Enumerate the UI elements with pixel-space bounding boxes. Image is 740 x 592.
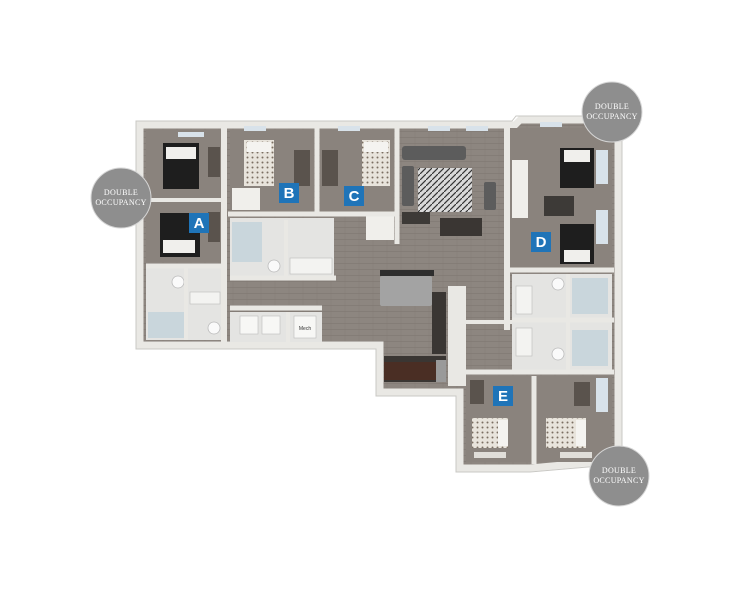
room-label-d: D <box>531 232 551 252</box>
bathroom-de <box>466 274 614 370</box>
svg-text:A: A <box>194 215 205 232</box>
double-occupancy-badge: DOUBLE OCCUPANCY <box>581 81 643 143</box>
desk <box>574 382 590 406</box>
dryer <box>261 315 281 335</box>
armchair <box>402 166 414 206</box>
mech-label: Mech <box>299 326 311 332</box>
svg-text:DOUBLE: DOUBLE <box>104 188 138 197</box>
room-label-e: E <box>493 386 513 406</box>
desk <box>294 150 310 186</box>
sofa <box>402 146 466 160</box>
toilet <box>207 321 221 335</box>
svg-text:B: B <box>284 185 295 202</box>
counter <box>448 286 466 386</box>
counter <box>432 292 446 354</box>
toilet <box>171 275 185 289</box>
armchair <box>484 182 496 210</box>
bedroom-a <box>146 130 224 262</box>
fridge <box>436 360 446 382</box>
vanity <box>515 327 533 357</box>
outer-walls <box>136 116 622 472</box>
svg-text:OCCUPANCY: OCCUPANCY <box>593 476 644 485</box>
desk <box>322 150 338 186</box>
vanity <box>515 285 533 315</box>
desk <box>470 380 484 404</box>
svg-text:E: E <box>498 388 508 405</box>
shower <box>148 312 184 338</box>
utility-row: Mech <box>230 305 322 342</box>
rug <box>418 168 472 212</box>
desk <box>208 212 220 242</box>
svg-text:DOUBLE: DOUBLE <box>602 466 636 475</box>
washer <box>239 315 259 335</box>
outer-wall-shadow <box>135 115 623 473</box>
room-label-b: B <box>279 183 299 203</box>
closet <box>366 214 394 240</box>
double-occupancy-badge: DOUBLE OCCUPANCY <box>588 445 650 507</box>
tub <box>572 330 608 366</box>
desk <box>544 196 574 216</box>
bedroom-b <box>230 126 314 212</box>
svg-text:OCCUPANCY: OCCUPANCY <box>95 198 146 207</box>
room-label-a: A <box>189 213 209 233</box>
living-area <box>402 126 496 236</box>
desk <box>208 147 220 177</box>
closet <box>232 188 260 210</box>
media-console <box>402 212 430 224</box>
mech-closet <box>293 315 317 339</box>
bedroom-d <box>510 122 612 268</box>
bathroom-a <box>146 263 224 340</box>
bathroom-bc <box>230 218 336 281</box>
svg-text:C: C <box>349 188 360 205</box>
kitchen-island <box>380 276 432 306</box>
vanity <box>189 291 221 305</box>
toilet <box>551 277 565 291</box>
bedroom-e <box>466 376 612 464</box>
tub <box>572 278 608 314</box>
toilet <box>267 259 281 273</box>
closet <box>512 160 528 218</box>
kitchen <box>380 270 466 386</box>
svg-text:OCCUPANCY: OCCUPANCY <box>586 112 637 121</box>
double-occupancy-badge: DOUBLE OCCUPANCY <box>90 167 152 229</box>
vanity <box>289 257 333 275</box>
room-label-c: C <box>344 186 364 206</box>
tub <box>232 222 262 262</box>
svg-text:DOUBLE: DOUBLE <box>595 102 629 111</box>
svg-text:D: D <box>536 234 547 251</box>
toilet <box>551 347 565 361</box>
dining-table <box>440 218 482 236</box>
